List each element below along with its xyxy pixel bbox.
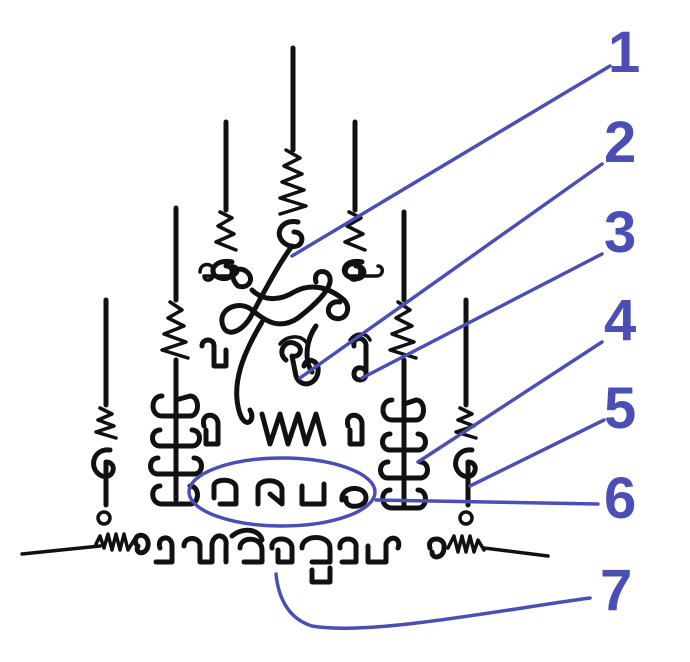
spire-left-3: [160, 205, 190, 360]
leader-7: [274, 572, 592, 630]
spire-center: [276, 45, 308, 250]
leader-2: [298, 162, 604, 380]
callout-6-ellipse: [187, 456, 377, 528]
callout-number-2: 2: [604, 110, 636, 175]
callout-number-6: 6: [604, 466, 636, 531]
callout-number-7: 7: [600, 558, 632, 623]
leader-1: [290, 64, 612, 258]
pillar-right: [378, 357, 430, 511]
callout-number-5: 5: [604, 376, 636, 441]
spire-right-2: [341, 119, 367, 282]
central-knot: [219, 243, 351, 425]
glyph-top-right: [344, 262, 384, 282]
callout-numbers: 1 2 3 4 5 6 7: [600, 20, 640, 623]
callout-leaders: [274, 64, 612, 630]
glyph-row-mid: [200, 411, 365, 447]
leader-3: [360, 252, 604, 380]
leader-4: [416, 340, 604, 464]
callout-number-4: 4: [604, 288, 636, 353]
spire-left-2: [210, 119, 238, 282]
spire-right-outer: [453, 297, 478, 526]
leader-5: [468, 418, 606, 488]
spire-left-outer: [91, 297, 118, 526]
callout-number-1: 1: [608, 20, 640, 85]
glyph-mid-left: [199, 337, 229, 369]
glyph-row-bottom: [211, 477, 369, 509]
spire-right-3: [388, 209, 418, 360]
pillar-left: [148, 357, 204, 507]
callout-number-3: 3: [604, 200, 636, 265]
leader-6: [374, 498, 600, 506]
bottom-inscription: [20, 527, 550, 585]
